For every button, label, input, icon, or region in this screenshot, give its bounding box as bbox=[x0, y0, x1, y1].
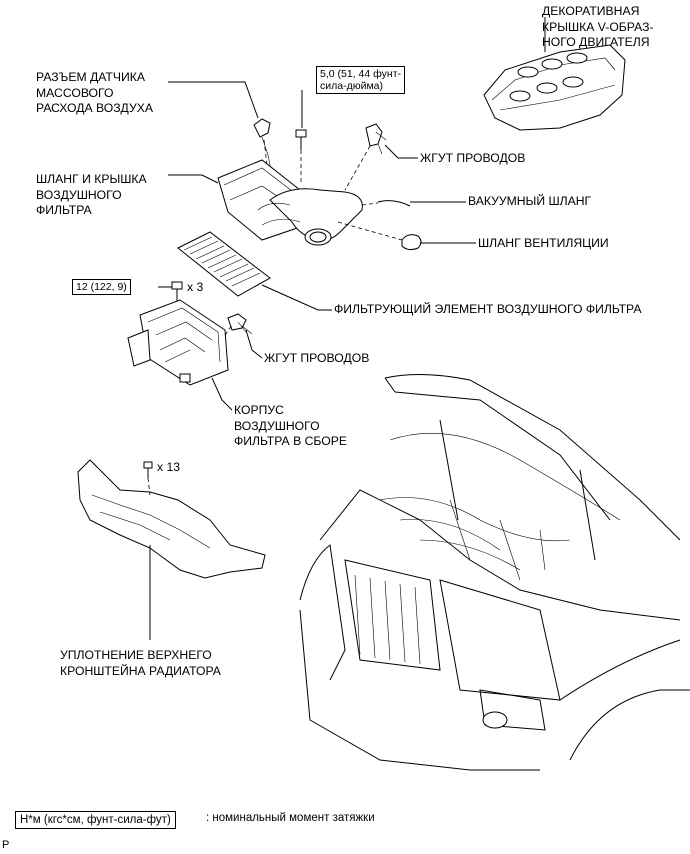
label-housing: КОРПУС ВОЗДУШНОГО ФИЛЬТРА В СБОРЕ bbox=[234, 403, 347, 448]
clip-illustration bbox=[143, 461, 153, 478]
leader-harness-top bbox=[384, 144, 418, 159]
label-vent-hose: ШЛАНГ ВЕНТИЛЯЦИИ bbox=[478, 236, 609, 250]
label-hose-cap: ШЛАНГ И КРЫШКА ВОЗДУШНОГО ФИЛЬТРА bbox=[36, 172, 147, 217]
bolt-top-illustration bbox=[295, 129, 307, 150]
label-seal: УПЛОТНЕНИЕ ВЕРХНЕГО КРОНШТЕЙНА РАДИАТОРА bbox=[60, 648, 221, 678]
leader-maf bbox=[168, 81, 259, 119]
torque-box-housing: 12 (122, 9) bbox=[72, 279, 131, 295]
vehicle-illustration bbox=[299, 373, 690, 771]
bolt-housing-illustration bbox=[171, 281, 183, 302]
label-engine-cover: ДЕКОРАТИВНАЯ КРЫШКА V-ОБРАЗ- НОГО ДВИГАТ… bbox=[542, 4, 654, 49]
qty-seal-clips: x 13 bbox=[157, 460, 181, 474]
label-maf-connector: РАЗЪЕМ ДАТЧИКА МАССОВОГО РАСХОДА ВОЗДУХА bbox=[36, 70, 153, 115]
leader-hose-cap bbox=[168, 174, 219, 184]
page-marker: P bbox=[2, 839, 10, 851]
leader-housing bbox=[211, 377, 233, 411]
ventilation-hose-illustration bbox=[401, 234, 422, 251]
hose-and-cap-illustration bbox=[217, 159, 363, 246]
wire-harness-top-illustration bbox=[365, 123, 387, 155]
filter-element-illustration bbox=[177, 231, 271, 297]
label-wire-harness-bottom: ЖГУТ ПРОВОДОВ bbox=[264, 351, 370, 365]
engine-cover-illustration bbox=[483, 44, 626, 131]
label-filter-element: ФИЛЬТРУЮЩИЙ ЭЛЕМЕНТ ВОЗДУШНОГО ФИЛЬТРА bbox=[334, 302, 642, 316]
wire-harness-bottom-illustration bbox=[227, 313, 253, 335]
qty-housing-bolts: x 3 bbox=[187, 280, 204, 294]
leader-harness-bottom bbox=[245, 329, 263, 359]
air-filter-housing-illustration bbox=[127, 299, 229, 386]
legend-torque-box: Н*м (кгс*см, фунт-сила-фут) bbox=[15, 811, 176, 829]
leader-filter bbox=[261, 284, 332, 311]
vacuum-hose-illustration bbox=[377, 200, 411, 207]
legend-text: : номинальный момент затяжки bbox=[206, 812, 375, 824]
label-wire-harness-top: ЖГУТ ПРОВОДОВ bbox=[420, 151, 526, 165]
torque-box-top: 5,0 (51, 44 фунт- сила-дюйма) bbox=[316, 66, 405, 94]
radiator-seal-illustration bbox=[77, 459, 266, 579]
label-vacuum-hose: ВАКУУМНЫЙ ШЛАНГ bbox=[468, 194, 592, 208]
